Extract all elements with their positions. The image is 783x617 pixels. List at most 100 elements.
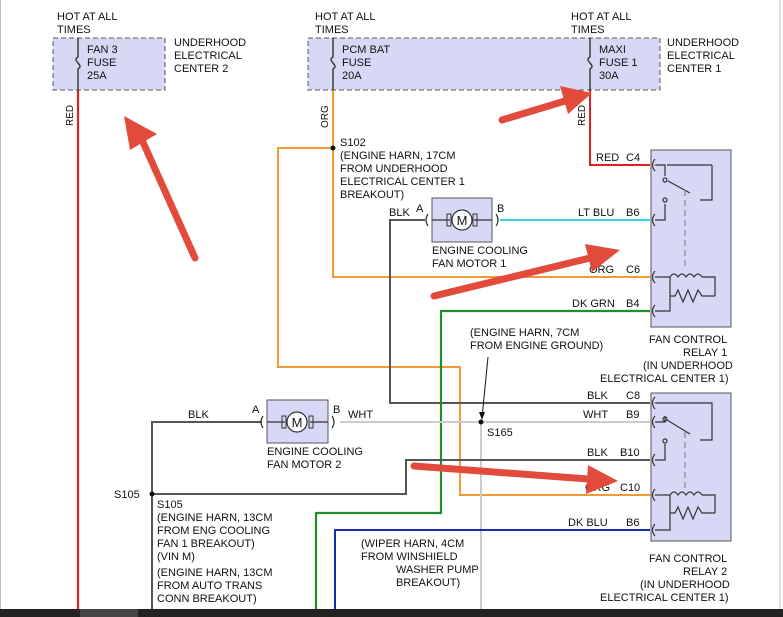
wire-label-org-top: ORG (320, 105, 331, 128)
s105-line7: FROM AUTO TRANS (157, 580, 262, 592)
s102-line1: S102 (340, 137, 366, 149)
relay-1-coil (655, 273, 716, 312)
splice-s165 (478, 419, 484, 425)
wire-label-red-left: RED (65, 105, 76, 126)
s165-leader (481, 356, 489, 419)
motor-1-connector-b (495, 213, 499, 227)
maxi-line2: FUSE 1 (599, 57, 638, 69)
fuse-symbol-pcm (330, 38, 336, 90)
s102-line2: (ENGINE HARN, 17CM (340, 150, 456, 162)
splice-s105 (149, 491, 155, 497)
fuse-box-fan3 (52, 37, 166, 91)
wire-label-blk-b10: BLK (587, 447, 608, 459)
maxi-line3: 30A (599, 70, 619, 82)
bottom-bar-tab (80, 609, 138, 617)
s102-line4: ELECTRICAL CENTER 1 (340, 176, 465, 188)
relay-2-label-4: ELECTRICAL CENTER 1) (600, 592, 729, 604)
fuse-symbol-fan3 (75, 38, 81, 90)
pcm-hot-1: HOT AT ALL (315, 11, 376, 23)
pin-b6: B6 (626, 207, 639, 219)
fan3-line3: 25A (87, 70, 107, 82)
ground-note-2: FROM ENGINE GROUND) (470, 340, 603, 352)
uec2-line3: CENTER 2 (174, 63, 228, 75)
relay-1-label-4: ELECTRICAL CENTER 1) (600, 373, 729, 385)
fan3-hot-1: HOT AT ALL (57, 11, 118, 23)
relay-2-coil (655, 491, 716, 531)
fan3-line2: FUSE (87, 57, 116, 69)
s105-line8: CONN BREAKOUT) (157, 593, 257, 605)
relay-2-label-3: (IN UNDERHOOD (640, 579, 730, 591)
s105-left-label: S105 (114, 489, 140, 501)
pin-b6-relay2: B6 (626, 517, 639, 529)
s105-line5: (VIN M) (157, 551, 195, 563)
s165-label: S165 (487, 427, 513, 439)
wire-orange-c6 (332, 148, 650, 278)
relay-1-switch (655, 164, 713, 221)
relay-1-connectors (651, 158, 656, 318)
motor-2-brush-b (308, 415, 314, 429)
pin-c4: C4 (626, 152, 640, 164)
pin-b4: B4 (626, 298, 639, 310)
pin-b-motor1: B (497, 203, 504, 215)
wire-label-red-right: RED (577, 105, 588, 126)
relay-2-connectors (651, 396, 656, 537)
motor-1-symbol: M (457, 213, 468, 228)
wire-blk-c8 (389, 219, 650, 404)
wiper-note-1: (WIPER HARN, 4CM (361, 538, 464, 550)
motor-1-label-1: ENGINE COOLING (432, 245, 528, 257)
s105-line2: (ENGINE HARN, 13CM (157, 512, 273, 524)
wire-label-dk-grn: DK GRN (572, 298, 615, 310)
wire-label-wht-b9: WHT (583, 409, 608, 421)
wire-label-blk-m2: BLK (188, 409, 209, 421)
maxi-hot-1: HOT AT ALL (571, 11, 632, 23)
motor-1-connector-a (425, 213, 429, 227)
annotation-arrow-fan3 (124, 116, 199, 262)
wire-red-c4 (589, 90, 650, 166)
motor-1-symbol-circle (451, 209, 473, 231)
relay-2-box (650, 392, 732, 542)
pcm-hot-2: TIMES (315, 24, 349, 36)
motor-2-label-2: FAN MOTOR 2 (267, 459, 341, 471)
s102-line5: BREAKOUT) (340, 189, 404, 201)
relay-1-label-3: (IN UNDERHOOD (643, 360, 733, 372)
uec1-line3: CENTER 1 (667, 63, 721, 75)
uec2-line1: UNDERHOOD (174, 37, 246, 49)
relay-2-label-1: FAN CONTROL (649, 553, 727, 565)
wire-label-lt-blu: LT BLU (578, 207, 614, 219)
motor-2-connector-b (331, 415, 335, 429)
motor-2-symbol: M (292, 415, 303, 430)
pin-a-motor2: A (252, 404, 260, 416)
pin-c6: C6 (626, 264, 640, 276)
motor-2-symbol-circle (286, 411, 308, 433)
fan3-line1: FAN 3 (87, 44, 118, 56)
motor-1-brush-b (472, 213, 478, 227)
wiper-note-2: FROM WINSHIELD (361, 551, 458, 563)
pcm-line2: FUSE (342, 57, 371, 69)
pin-b10: B10 (620, 447, 640, 459)
wire-dk-blu (334, 529, 650, 610)
wire-dk-grn (314, 309, 650, 610)
wire-label-dk-blu: DK BLU (568, 517, 608, 529)
wiper-note-4: BREAKOUT) (396, 577, 460, 589)
s105-line6: (ENGINE HARN, 13CM (157, 567, 273, 579)
motor-2-connector-a (260, 415, 264, 429)
motor-1-label-2: FAN MOTOR 1 (432, 258, 506, 270)
bottom-bar (0, 609, 783, 617)
annotation-arrow-c6 (430, 244, 620, 300)
pin-c10: C10 (620, 482, 640, 494)
wire-orange-c10 (277, 147, 650, 496)
wire-label-blk-a1: BLK (389, 207, 410, 219)
relay-2-label-2: RELAY 2 (683, 566, 727, 578)
pin-b-motor2: B (333, 404, 340, 416)
motor-2-brush-a (281, 415, 287, 429)
s105-line3: FROM ENG COOLING (157, 525, 270, 537)
fuse-symbol-maxi (587, 38, 593, 90)
maxi-line1: MAXI (599, 44, 626, 56)
wire-label-red-c4: RED (596, 152, 619, 164)
wiper-note-3: WASHER PUMP (396, 564, 479, 576)
s102-line3: FROM UNDERHOOD (340, 163, 448, 175)
relay-2-switch (655, 402, 713, 461)
wire-blk-m2 (151, 421, 262, 610)
relay-1-label-1: FAN CONTROL (649, 334, 727, 346)
